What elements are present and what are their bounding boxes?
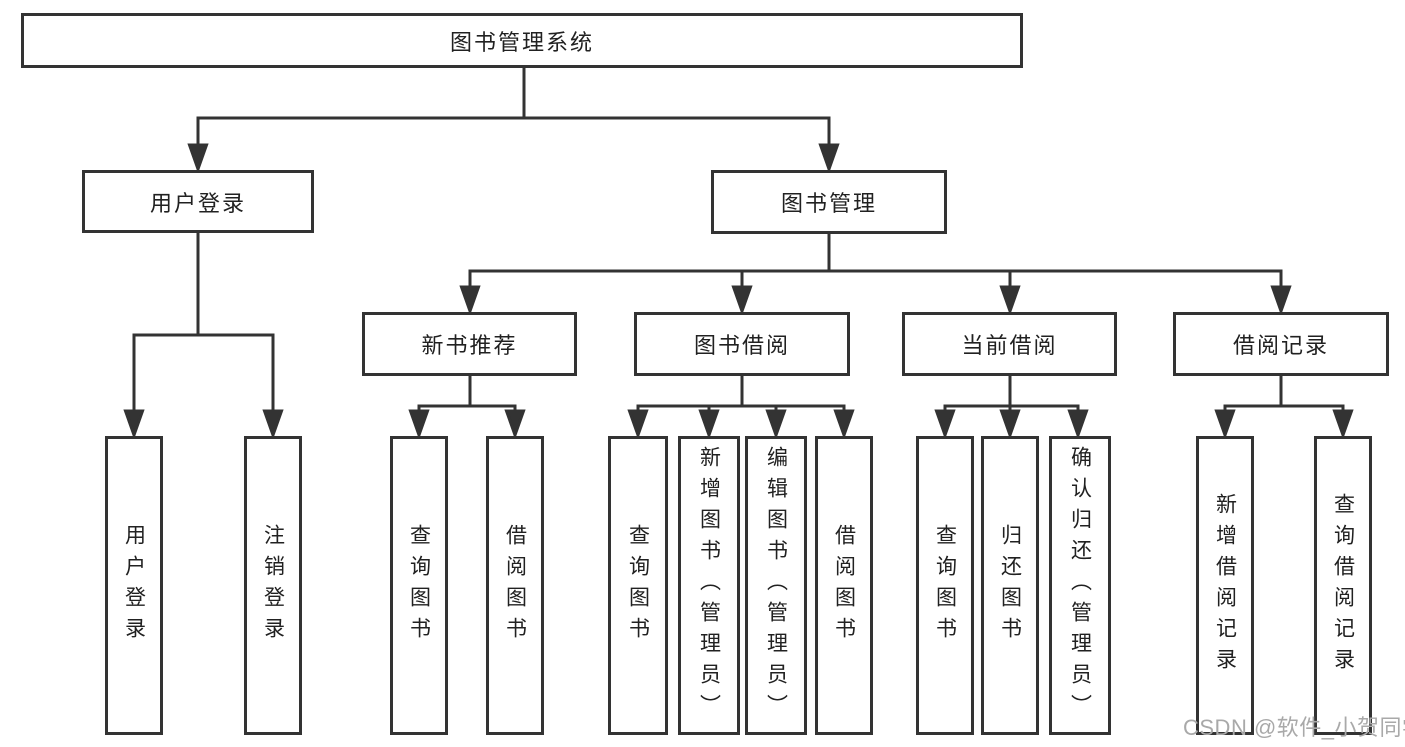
connector-recommend-to-leaves: [408, 374, 526, 440]
node-label: 借阅图书: [503, 523, 527, 648]
node-label: 查询借阅记录: [1331, 492, 1355, 679]
node-leaf-edit-books-admin: 编辑图书（管理员）: [745, 436, 807, 735]
node-leaf-query-books-current: 查询图书: [916, 436, 974, 735]
node-leaf-borrow-books: 借阅图书: [815, 436, 873, 735]
node-branch-user-login: 用户登录: [82, 170, 314, 233]
node-label: 查询图书: [933, 523, 957, 648]
node-leaf-logout: 注销登录: [244, 436, 302, 735]
node-label: 当前借阅: [961, 333, 1058, 358]
arrowhead-down-icon: [459, 285, 481, 316]
node-label: 图书管理系统: [449, 29, 594, 55]
node-label: 借阅图书: [832, 523, 856, 648]
node-root-system: 图书管理系统: [21, 13, 1023, 68]
node-leaf-query-books-recommend: 查询图书: [390, 436, 448, 735]
arrowhead-down-icon: [504, 409, 526, 440]
arrowhead-down-icon: [999, 409, 1021, 440]
arrowhead-down-icon: [833, 409, 855, 440]
node-label: 用户登录: [149, 190, 246, 216]
node-leaf-query-borrow-record: 查询借阅记录: [1314, 436, 1372, 735]
arrowhead-down-icon: [1332, 409, 1354, 440]
node-section-borrow-records: 借阅记录: [1173, 312, 1389, 376]
node-label: 查询图书: [626, 523, 650, 648]
node-label: 用户登录: [122, 523, 146, 648]
node-label: 新增图书（管理员）: [697, 446, 721, 725]
node-leaf-return-books: 归还图书: [981, 436, 1039, 735]
node-label: 确认归还（管理员）: [1068, 446, 1092, 725]
node-section-book-borrow: 图书借阅: [634, 312, 850, 376]
arrowhead-down-icon: [1067, 409, 1089, 440]
connector-borrow-to-leaves: [627, 374, 855, 440]
node-leaf-add-books-admin: 新增图书（管理员）: [678, 436, 740, 735]
arrowhead-down-icon: [627, 409, 649, 440]
node-leaf-borrow-books-recommend: 借阅图书: [486, 436, 544, 735]
arrowhead-down-icon: [408, 409, 430, 440]
node-label: 编辑图书（管理员）: [764, 446, 788, 725]
arrowhead-down-icon: [999, 285, 1021, 316]
node-leaf-user-login: 用户登录: [105, 436, 163, 735]
node-label: 图书借阅: [693, 333, 790, 358]
connector-records-to-leaves: [1214, 374, 1354, 440]
node-section-new-book-recommend: 新书推荐: [362, 312, 577, 376]
node-label: 归还图书: [998, 523, 1022, 648]
node-label: 借阅记录: [1232, 333, 1329, 358]
connector-root-to-branches: [187, 66, 840, 174]
node-label: 新增借阅记录: [1213, 492, 1237, 679]
watermark: CSDN @软件_小贺同学: [1183, 715, 1405, 740]
node-section-current-borrow: 当前借阅: [902, 312, 1117, 376]
node-label: 查询图书: [407, 523, 431, 648]
arrowhead-down-icon: [123, 409, 145, 440]
node-branch-book-management: 图书管理: [711, 170, 947, 234]
node-label: 新书推荐: [421, 333, 518, 358]
arrowhead-down-icon: [818, 143, 840, 174]
node-label: 注销登录: [261, 523, 285, 648]
connector-login-to-leaves: [123, 231, 284, 440]
arrowhead-down-icon: [765, 409, 787, 440]
node-label: 图书管理: [780, 191, 877, 216]
node-leaf-confirm-return-admin: 确认归还（管理员）: [1049, 436, 1111, 735]
node-leaf-add-borrow-record: 新增借阅记录: [1196, 436, 1254, 735]
connector-current-to-leaves: [934, 374, 1089, 440]
arrowhead-down-icon: [262, 409, 284, 440]
arrowhead-down-icon: [1214, 409, 1236, 440]
arrowhead-down-icon: [698, 409, 720, 440]
node-leaf-query-books-borrow: 查询图书: [608, 436, 668, 735]
arrowhead-down-icon: [187, 143, 209, 174]
connector-management-to-sections: [459, 232, 1292, 316]
arrowhead-down-icon: [731, 285, 753, 316]
arrowhead-down-icon: [1270, 285, 1292, 316]
arrowhead-down-icon: [934, 409, 956, 440]
